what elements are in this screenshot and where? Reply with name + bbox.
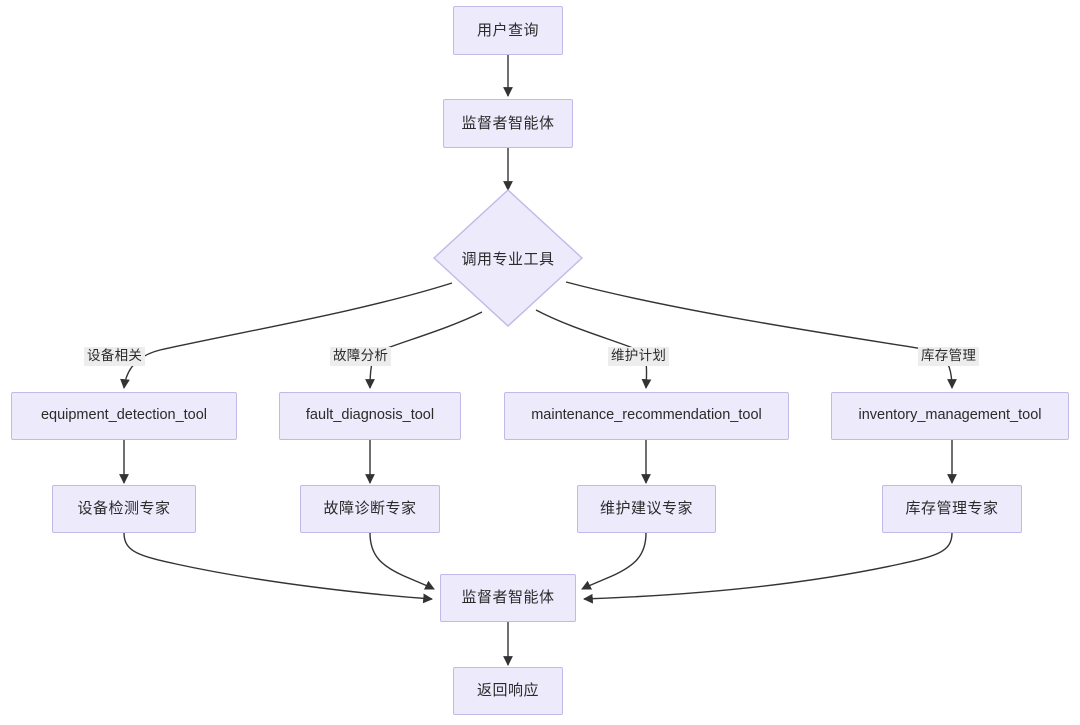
node-supervisor-bottom[interactable]: 监督者智能体 — [440, 574, 576, 622]
node-expert-fault-diagnosis-label: 故障诊断专家 — [323, 500, 417, 517]
node-response-label: 返回响应 — [476, 682, 539, 699]
node-tool-fault-diagnosis[interactable]: fault_diagnosis_tool — [279, 392, 461, 440]
node-tool-fault-diagnosis-label: fault_diagnosis_tool — [305, 407, 435, 424]
edge-label-inventory: 库存管理 — [918, 347, 980, 366]
node-expert-inventory-management-label: 库存管理专家 — [905, 500, 999, 517]
node-expert-inventory-management[interactable]: 库存管理专家 — [882, 485, 1022, 533]
edge-decision-to-equipment-tool — [120, 282, 453, 389]
edge-equipment-expert-to-supervisor — [123, 532, 433, 604]
node-tool-equipment-detection-label: equipment_detection_tool — [40, 407, 208, 424]
diamond-shape — [433, 189, 583, 327]
edge-maintenance-expert-to-supervisor — [581, 532, 647, 590]
edge-label-equipment: 设备相关 — [84, 347, 146, 366]
edge-label-maintenance: 维护计划 — [608, 347, 670, 366]
node-decision-call-tool[interactable]: 调用专业工具 — [433, 189, 583, 327]
node-user-query[interactable]: 用户查询 — [453, 6, 563, 55]
node-tool-inventory-management-label: inventory_management_tool — [858, 407, 1042, 424]
node-tool-maintenance-recommendation[interactable]: maintenance_recommendation_tool — [504, 392, 789, 440]
node-expert-maintenance-recommendation[interactable]: 维护建议专家 — [577, 485, 716, 533]
node-decision-label: 调用专业工具 — [461, 250, 555, 268]
edge-label-maintenance-text: 维护计划 — [611, 348, 667, 363]
edge-label-equipment-text: 设备相关 — [87, 348, 143, 363]
node-expert-maintenance-recommendation-label: 维护建议专家 — [599, 500, 693, 517]
edge-label-fault: 故障分析 — [330, 347, 392, 366]
edge-fault-expert-to-supervisor — [369, 532, 435, 590]
edge-label-inventory-text: 库存管理 — [921, 348, 977, 363]
edge-label-fault-text: 故障分析 — [333, 348, 389, 363]
node-user-query-label: 用户查询 — [476, 21, 539, 39]
node-supervisor-bottom-label: 监督者智能体 — [461, 589, 555, 606]
node-expert-fault-diagnosis[interactable]: 故障诊断专家 — [300, 485, 440, 533]
node-expert-equipment-detection-label: 设备检测专家 — [77, 500, 171, 517]
node-supervisor-top[interactable]: 监督者智能体 — [443, 99, 573, 148]
node-tool-inventory-management[interactable]: inventory_management_tool — [831, 392, 1069, 440]
node-tool-maintenance-recommendation-label: maintenance_recommendation_tool — [531, 407, 762, 424]
node-response[interactable]: 返回响应 — [453, 667, 563, 715]
node-tool-equipment-detection[interactable]: equipment_detection_tool — [11, 392, 237, 440]
node-supervisor-top-label: 监督者智能体 — [461, 114, 555, 132]
edge-inventory-expert-to-supervisor — [583, 532, 953, 604]
node-expert-equipment-detection[interactable]: 设备检测专家 — [52, 485, 196, 533]
edge-decision-to-inventory-tool — [565, 281, 957, 389]
